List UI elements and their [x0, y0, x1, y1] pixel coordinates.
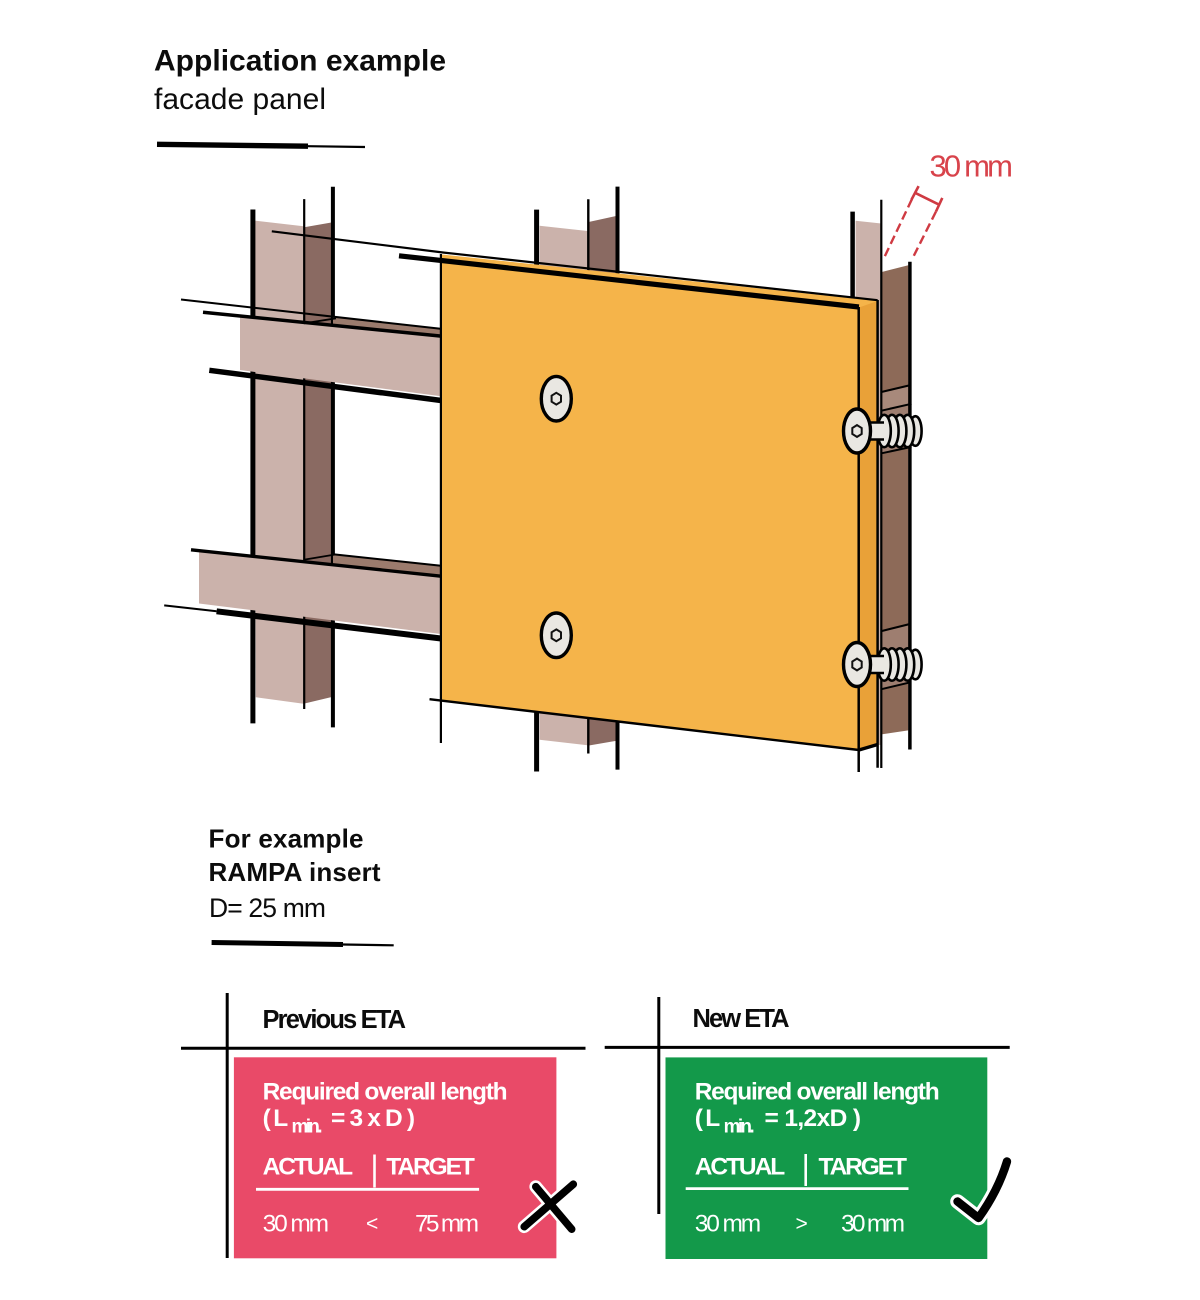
svg-text:>: >	[796, 1213, 808, 1236]
svg-text:L: L	[705, 1105, 720, 1132]
svg-text:L: L	[273, 1105, 288, 1132]
svg-text:30 mm: 30 mm	[695, 1211, 762, 1238]
svg-text:75 mm: 75 mm	[415, 1211, 479, 1238]
svg-text:min.: min.	[292, 1117, 323, 1138]
svg-text:<: <	[366, 1213, 378, 1236]
svg-text:Application example: Application example	[154, 45, 446, 78]
svg-text:= 3 x D ): = 3 x D )	[331, 1105, 415, 1132]
svg-text:min.: min.	[724, 1117, 755, 1138]
svg-text:Required overall length: Required overall length	[263, 1079, 508, 1106]
svg-text:(: (	[695, 1105, 704, 1132]
svg-text:(: (	[263, 1105, 272, 1132]
svg-text:30 mm: 30 mm	[841, 1211, 905, 1238]
svg-text:ACTUAL: ACTUAL	[263, 1154, 354, 1181]
svg-text:30 mm: 30 mm	[263, 1211, 330, 1238]
svg-text:facade panel: facade panel	[154, 83, 326, 116]
svg-text:TARGET: TARGET	[819, 1154, 908, 1181]
svg-text:30 mm: 30 mm	[930, 149, 1014, 184]
svg-text:TARGET: TARGET	[386, 1154, 475, 1181]
svg-text:For example: For example	[209, 824, 364, 854]
svg-text:ACTUAL: ACTUAL	[695, 1154, 786, 1181]
svg-text:Required overall length: Required overall length	[695, 1079, 940, 1106]
svg-text:RAMPA insert: RAMPA insert	[209, 857, 381, 887]
svg-text:D= 25 mm: D= 25 mm	[209, 893, 326, 923]
svg-text:Previous ETA: Previous ETA	[263, 1006, 407, 1034]
svg-text:New ETA: New ETA	[693, 1005, 790, 1033]
svg-text:= 1,2xD ): = 1,2xD )	[765, 1105, 862, 1132]
